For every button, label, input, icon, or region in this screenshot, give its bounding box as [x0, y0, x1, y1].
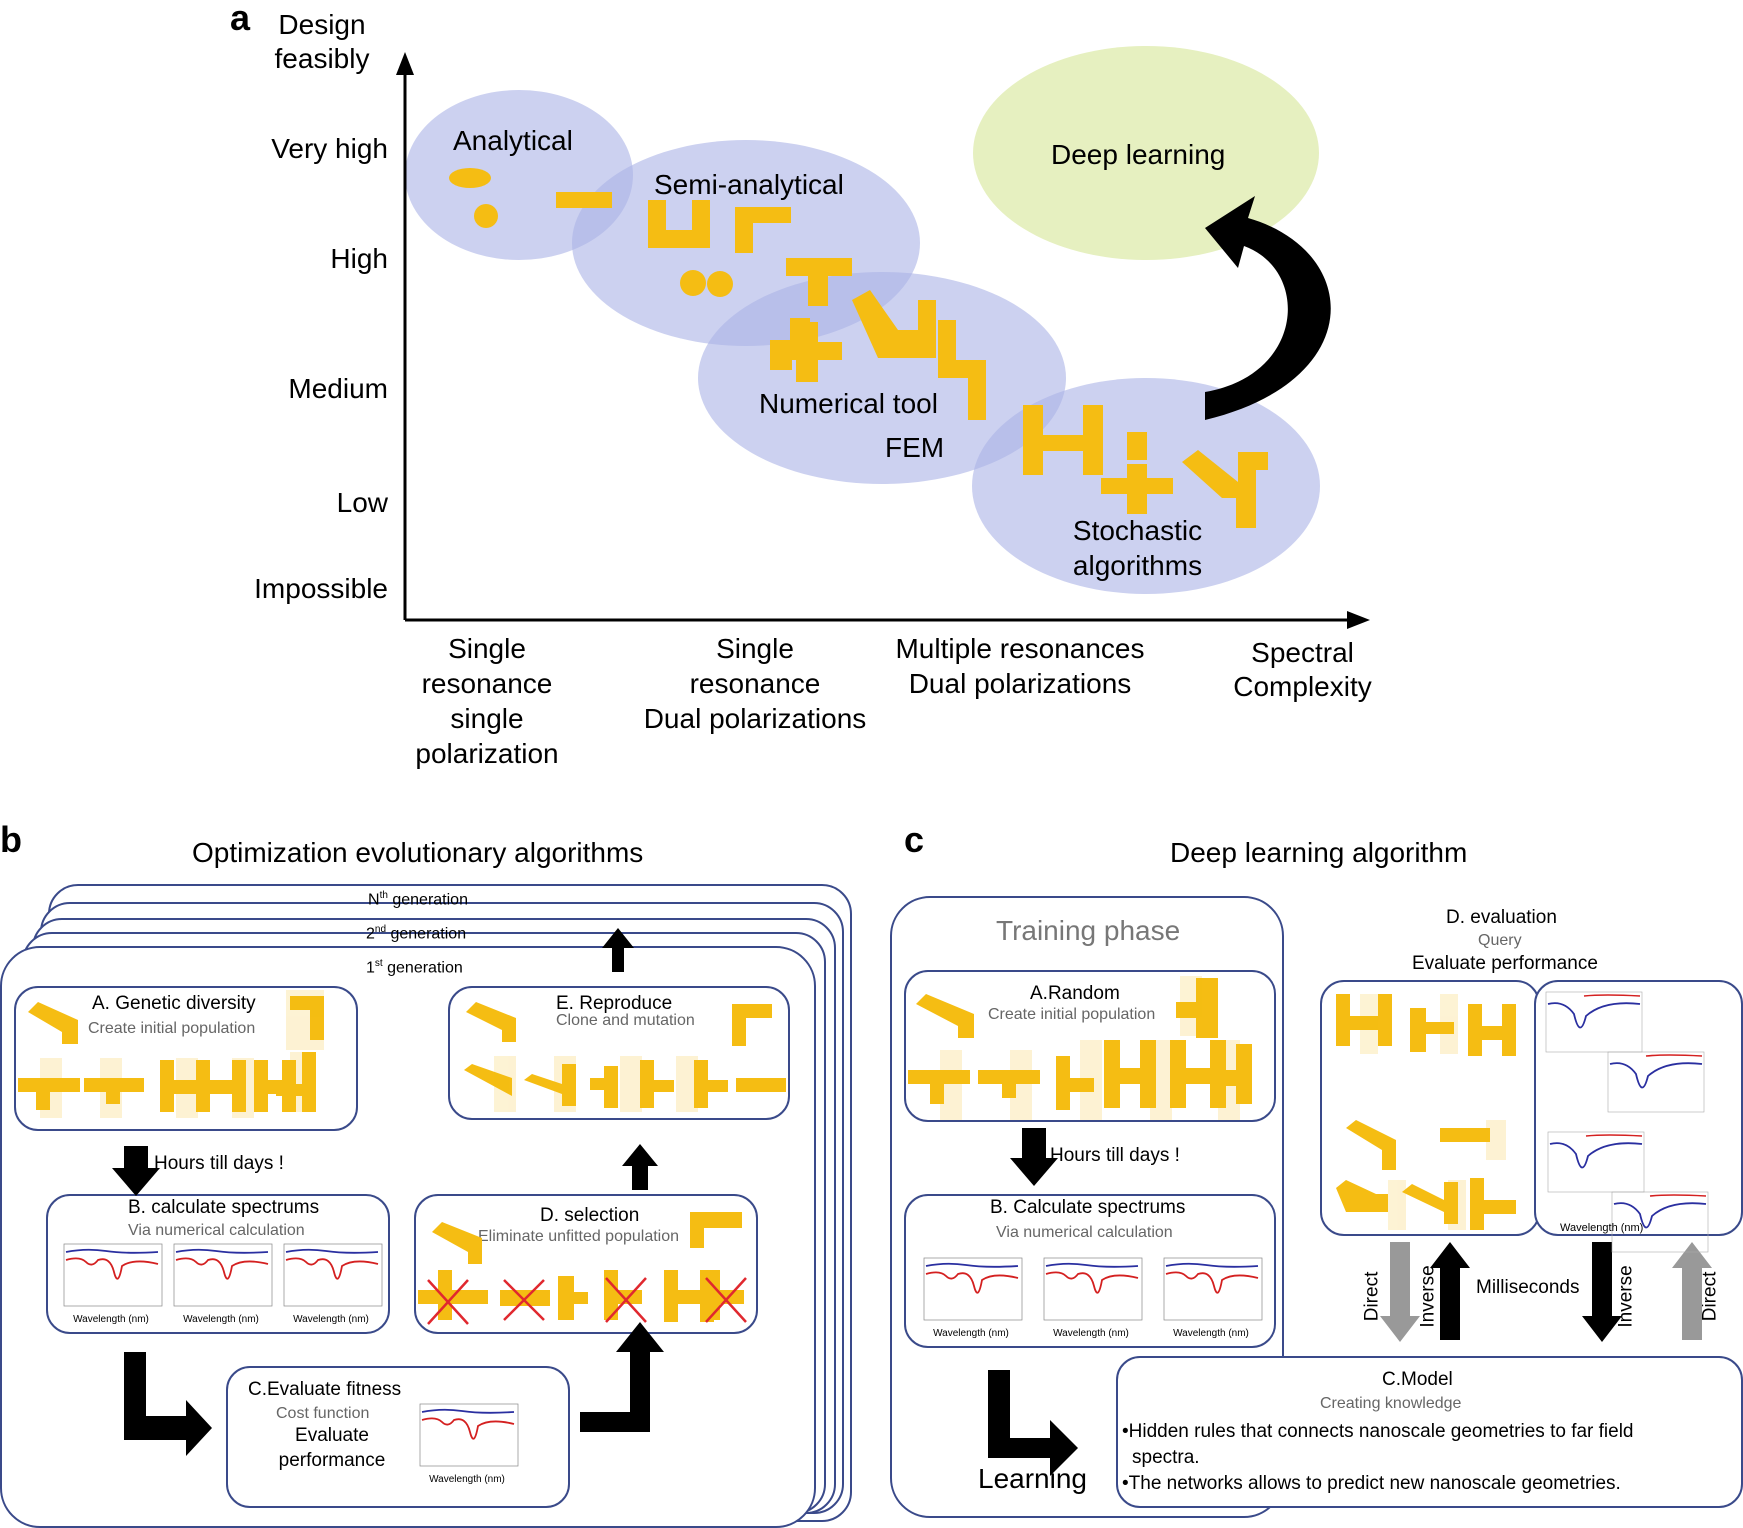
evaluation-spectrum-thumbnail: [1611, 1191, 1709, 1253]
label-semi-analytical: Semi-analytical: [654, 169, 844, 200]
y-tick-low: Low: [336, 487, 388, 518]
selection-title: D. selection: [540, 1205, 640, 1226]
reproduce-subtitle: Clone and mutation: [556, 1012, 695, 1029]
x-tick-1-line1: Single: [448, 633, 526, 664]
x-tick-1-line4: polarization: [415, 738, 559, 769]
wavelength-axis-label: Wavelength (nm): [1053, 1328, 1129, 1339]
panel-a-letter: a: [230, 0, 251, 38]
direct-label-1: Direct: [1361, 1271, 1383, 1322]
curved-arrow: [1205, 196, 1331, 420]
x-axis-title-line2: Complexity: [1233, 671, 1372, 702]
hours-label-c: Hours till days !: [1050, 1145, 1180, 1166]
random-subtitle: Create initial population: [988, 1006, 1156, 1023]
evaluate-fitness-line2: performance: [278, 1450, 386, 1471]
x-axis-arrowhead: [1347, 611, 1370, 629]
x-axis-title-line1: Spectral: [1251, 637, 1354, 668]
evaluate-fitness-subtitle: Cost function: [276, 1405, 370, 1422]
hours-label-b: Hours till days !: [154, 1153, 284, 1174]
x-tick-3-line1: Multiple resonances: [895, 633, 1145, 664]
evaluate-fitness-line1: Evaluate: [295, 1425, 369, 1446]
label-deep-learning: Deep learning: [1051, 139, 1226, 170]
milliseconds-label: Milliseconds: [1476, 1277, 1580, 1298]
genetic-diversity-subtitle: Create initial population: [88, 1020, 256, 1037]
reproduce-title: E. Reproduce: [556, 993, 673, 1014]
evaluation-spectrum-thumbnail: [1547, 1131, 1645, 1193]
model-bullet-1-cont: spectra.: [1132, 1447, 1200, 1468]
label-analytical: Analytical: [453, 125, 573, 156]
wavelength-axis-label: Wavelength (nm): [183, 1314, 259, 1325]
y-axis-title-line1: Design: [278, 9, 366, 40]
label-numerical-tool: Numerical tool: [759, 388, 938, 419]
learning-label: Learning: [978, 1463, 1087, 1494]
2nd-generation-label: 2nd generation: [366, 924, 467, 943]
evaluation-query: Query: [1478, 932, 1522, 949]
y-axis-arrowhead: [396, 52, 414, 75]
x-tick-1-line2: resonance: [421, 668, 553, 699]
evaluate-fitness-box: [226, 1366, 570, 1508]
direct-down-arrow-1: [1380, 1242, 1420, 1342]
spectrum-thumbnail: Wavelength (nm): [1043, 1257, 1143, 1339]
evaluation-title: D. evaluation: [1446, 907, 1557, 928]
model-bullet-2: •The networks allows to predict new nano…: [1122, 1473, 1621, 1494]
model-subtitle: Creating knowledge: [1320, 1395, 1462, 1412]
spectrum-thumbnail: Wavelength (nm): [1163, 1257, 1263, 1339]
y-tick-high: High: [330, 243, 388, 274]
y-tick-very-high: Very high: [271, 133, 388, 164]
training-phase-label: Training phase: [996, 915, 1181, 946]
nanostructure-shapes: [449, 168, 1268, 528]
wavelength-axis-label: Wavelength (nm): [73, 1314, 149, 1325]
calculate-spectrums-subtitle: Via numerical calculation: [128, 1222, 305, 1239]
genetic-diversity-title: A. Genetic diversity: [92, 993, 256, 1014]
deep-learning-region: [973, 46, 1319, 260]
panel-a-graphics: [396, 46, 1370, 629]
model-bullet-1: •Hidden rules that connects nanoscale ge…: [1122, 1421, 1634, 1442]
panel-c-title: Deep learning algorithm: [1170, 837, 1468, 868]
wavelength-axis-label: Wavelength (nm): [293, 1314, 369, 1325]
evaluate-fitness-title: C.Evaluate fitness: [248, 1379, 402, 1400]
x-tick-1-line3: single: [450, 703, 524, 734]
x-tick-2-line1: Single: [716, 633, 794, 664]
spectrum-thumbnail: Wavelength (nm): [173, 1243, 273, 1325]
1st-generation-label: 1st generation: [366, 958, 463, 977]
label-fem: FEM: [885, 432, 945, 463]
spectrum-thumbnail: Wavelength (nm): [419, 1403, 519, 1485]
x-tick-2-line2: resonance: [689, 668, 821, 699]
panel-b-letter: b: [0, 819, 22, 860]
label-algorithms: algorithms: [1072, 550, 1203, 581]
y-tick-impossible: Impossible: [254, 573, 388, 604]
evaluation-spectrum-thumbnail: [1607, 1051, 1705, 1113]
evaluate-performance-label: Evaluate performance: [1412, 953, 1598, 974]
x-tick-2-line3: Dual polarizations: [643, 703, 867, 734]
analytical-region: [405, 90, 633, 260]
wavelength-axis-label: Wavelength (nm): [429, 1474, 505, 1485]
evaluation-wavelength-label: Wavelength (nm): [1560, 1222, 1644, 1234]
model-box: [1116, 1356, 1743, 1508]
inverse-label-1: Inverse: [1417, 1265, 1439, 1328]
direct-label-2: Direct: [1699, 1271, 1721, 1322]
evaluation-geometry-box: [1320, 980, 1540, 1236]
y-axis-title-line2: feasibly: [274, 43, 370, 74]
calculate-spectrums-title: B. calculate spectrums: [128, 1197, 320, 1218]
random-title: A.Random: [1030, 983, 1120, 1004]
inverse-label-2: Inverse: [1615, 1265, 1637, 1328]
selection-subtitle: Eliminate unfitted population: [478, 1228, 680, 1245]
panel-b-title: Optimization evolutionary algorithms: [192, 837, 644, 868]
panel-c-letter: c: [904, 819, 925, 860]
nth-generation-label: Nth generation: [368, 890, 468, 909]
label-stochastic: Stochastic: [1072, 515, 1203, 546]
wavelength-axis-label: Wavelength (nm): [1173, 1328, 1249, 1339]
model-title: C.Model: [1382, 1369, 1453, 1390]
calculate-spectrums-c-title: B. Calculate spectrums: [990, 1197, 1186, 1218]
spectrum-thumbnail: Wavelength (nm): [283, 1243, 383, 1325]
wavelength-axis-label: Wavelength (nm): [933, 1328, 1009, 1339]
evaluation-spectrum-thumbnail: [1545, 991, 1643, 1053]
spectrum-thumbnail: Wavelength (nm): [63, 1243, 163, 1325]
y-tick-medium: Medium: [288, 373, 388, 404]
x-tick-3-line2: Dual polarizations: [908, 668, 1132, 699]
calculate-spectrums-c-subtitle: Via numerical calculation: [996, 1224, 1173, 1241]
spectrum-thumbnail: Wavelength (nm): [923, 1257, 1023, 1339]
